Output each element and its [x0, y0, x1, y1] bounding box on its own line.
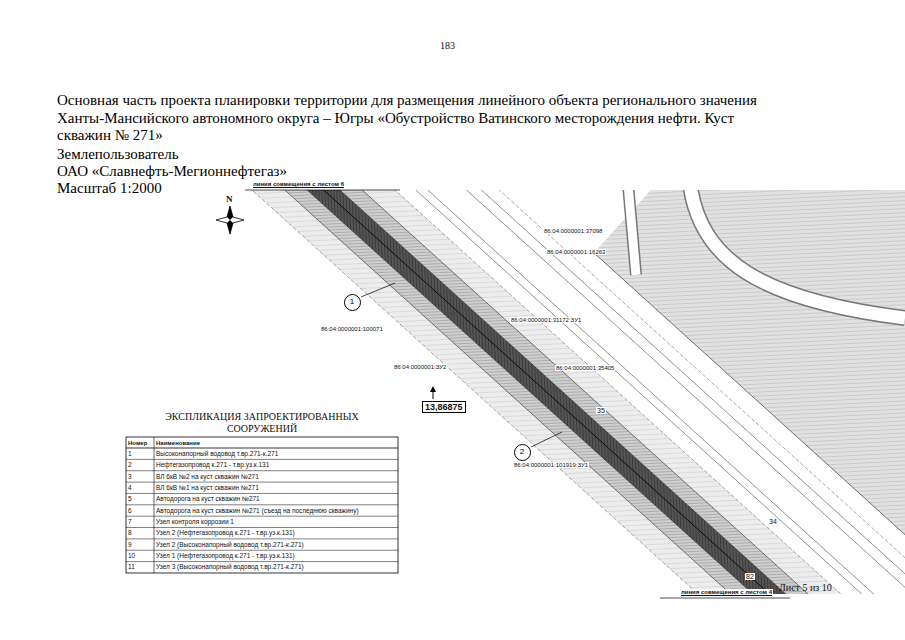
table-cell: 5: [128, 495, 132, 503]
table-cell: Высоконапорный водовод т.вр.271-к.271: [156, 450, 278, 458]
picket-number: 35: [596, 407, 606, 414]
table-cell: 4: [128, 484, 132, 492]
table-cell: 3: [128, 473, 132, 481]
table-cell: Узел 1 (Нефтегазопровод к.271 - т.вр.уз.…: [156, 552, 295, 560]
picket-number: 82: [745, 573, 755, 580]
table-cell: 10: [128, 552, 135, 560]
cadastral-number: 86:04:0000001:101919:ЗУ1: [513, 462, 589, 468]
table-cell: 11: [128, 563, 135, 571]
table-cell: ВЛ 6кВ №1 на куст скважин №271: [156, 484, 259, 492]
table-cell: Узел 2 (Высоконапорный водовод т.вр.271-…: [156, 541, 304, 549]
page-number: 183: [440, 40, 455, 51]
callout-number: 1: [344, 294, 361, 311]
table-header: Наименование: [156, 439, 200, 447]
picket-number: 34: [768, 518, 778, 525]
north-letter: N: [226, 194, 233, 204]
table-cell: Узел контроля коррозии 1: [156, 518, 234, 526]
table-cell: Автодорога на куст скважин №271 (съезд н…: [156, 507, 359, 515]
table-cell: 1: [128, 450, 132, 458]
sheet-number: Лист 5 из 10: [779, 582, 832, 593]
table-cell: Нефтегазопровод к.271 - т.вр.уз.к.131: [156, 461, 269, 469]
table-cell: Узел 3 (Высоконапорный водовод т.вр.271-…: [156, 563, 304, 571]
table-cell: 9: [128, 541, 132, 549]
cadastral-number: 86:04:0000001:ЗУ2: [393, 364, 447, 370]
table-header: Номер: [128, 439, 147, 447]
table-cell: 2: [128, 461, 132, 469]
callout-text: 1: [350, 298, 354, 306]
table-cell: 7: [128, 518, 132, 526]
land-user: ОАО «Славнефть-Мегионнефтегаз»: [57, 163, 287, 181]
cadastral-number: 86:04:0000001:31172:ЗУ1: [510, 317, 582, 323]
table-cell: Автодорога на куст скважин №271: [156, 495, 260, 503]
cadastral-number: 86:04:0000001:37098: [543, 228, 603, 234]
callout-number: 2: [514, 444, 531, 461]
leader-lines: [361, 283, 562, 447]
table-cell: 6: [128, 507, 132, 515]
explication-table: [126, 437, 398, 573]
cadastral-number: 86:04:0000001:16263: [546, 249, 606, 255]
table-cell: ВЛ 6кВ №2 на куст скважин №271: [156, 473, 259, 481]
match-line-label: линия совмещения с листом 4: [680, 589, 773, 595]
callout-text: 2: [520, 448, 524, 456]
table-cell: 8: [128, 529, 132, 537]
north-arrow: [216, 206, 244, 234]
cadastral-number: 86:04:0000001:100071: [320, 326, 384, 332]
point-marker: [430, 386, 436, 399]
table-title: ЭКСПЛИКАЦИЯ ЗАПРОЕКТИРОВАННЫХ СООРУЖЕНИЙ: [147, 411, 377, 435]
sheet-title: Основная часть проекта планировки террит…: [57, 92, 773, 145]
cadastral-number: 86:04:0000001:35405: [555, 365, 615, 371]
point-mark: 13,86875: [422, 401, 466, 413]
scale: Масштаб 1:2000: [57, 180, 162, 198]
table-cell: Узел 2 (Нефтегазопровод к.271 - т.вр.уз.…: [156, 529, 295, 537]
match-line-label: линия совмещения с листом 6: [252, 181, 345, 187]
land-user-caption: Землепользователь: [57, 146, 179, 164]
